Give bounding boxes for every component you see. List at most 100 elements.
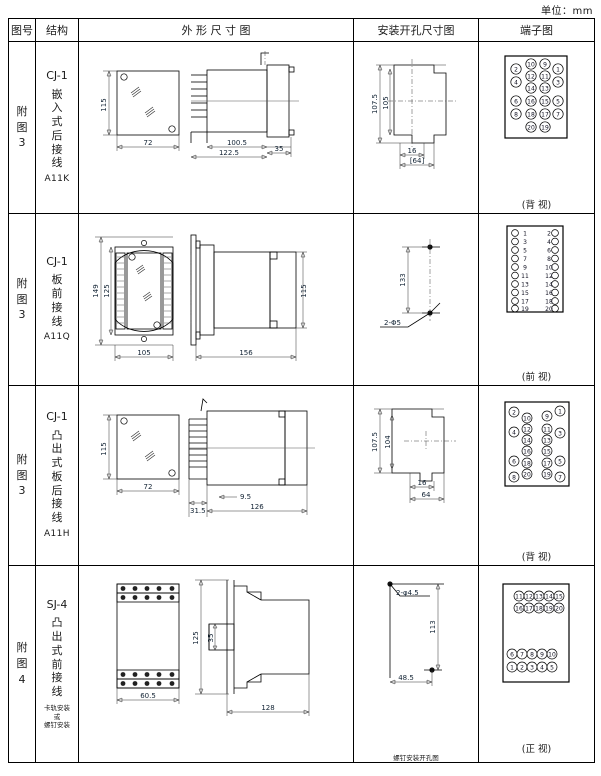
cell-cutout-drawing: 133 2-Φ5 <box>353 213 479 386</box>
outline-drawing-r3: 115 72 <box>79 387 353 565</box>
structure-code: A11K <box>44 174 70 185</box>
svg-text:12: 12 <box>525 593 533 600</box>
structure-model: SJ-4 <box>46 597 68 611</box>
structure-code: A11H <box>44 528 70 539</box>
svg-text:19: 19 <box>545 605 553 612</box>
terminal-view-label-r1: (背 视) <box>521 200 552 211</box>
header-figure-no: 图号 <box>8 18 36 42</box>
svg-text:6: 6 <box>510 651 514 658</box>
dim-100p5-r1: 100.5 <box>227 139 247 147</box>
svg-text:4: 4 <box>540 664 544 671</box>
svg-text:15: 15 <box>543 449 551 456</box>
svg-text:9: 9 <box>545 414 549 421</box>
svg-text:16: 16 <box>523 449 531 456</box>
svg-text:2: 2 <box>520 664 524 671</box>
svg-text:9: 9 <box>523 265 527 272</box>
svg-text:3: 3 <box>523 239 527 246</box>
cell-cutout-drawing: 107.5 105 16 [64] <box>353 41 479 214</box>
svg-text:2: 2 <box>547 231 551 238</box>
cell-terminal-diagram: 11 12 13 14 15 16 17 18 19 20 6 7 8 9 10… <box>478 565 595 763</box>
dim-149-r2: 149 <box>92 284 100 297</box>
cell-structure: CJ-1 凸出式板后接线 A11H <box>35 385 79 566</box>
header-cutout: 安装开孔尺寸图 <box>353 18 479 42</box>
structure-model: CJ-1 <box>46 69 68 83</box>
cutout-caption-r4: 螺钉安装开孔图 <box>393 754 439 762</box>
dim-60p5-r4: 60.5 <box>140 692 156 700</box>
header-outline: 外 形 尺 寸 图 <box>78 18 354 42</box>
terminal-view-label-r3: (背 视) <box>521 552 552 563</box>
dim-72-r3: 72 <box>144 483 153 491</box>
svg-text:8: 8 <box>530 651 534 658</box>
svg-text:1: 1 <box>556 67 560 74</box>
dim-115-r3: 115 <box>100 442 108 455</box>
svg-text:9: 9 <box>543 62 547 69</box>
svg-text:13: 13 <box>521 282 529 289</box>
unit-note: 单位：mm <box>541 6 593 17</box>
svg-text:20: 20 <box>527 125 535 132</box>
svg-text:16: 16 <box>545 290 553 297</box>
svg-text:14: 14 <box>527 86 535 93</box>
dim-107p5-r1: 107.5 <box>371 93 379 113</box>
svg-text:11: 11 <box>543 427 551 434</box>
cutout-drawing-r1: 107.5 105 16 [64] <box>354 43 478 213</box>
svg-text:6: 6 <box>512 459 516 466</box>
cell-structure: SJ-4 凸出式前接线 卡轨安装 或 螺钉安装 <box>35 565 79 763</box>
dim-64-r1: [64] <box>410 157 425 165</box>
svg-text:6: 6 <box>547 248 551 255</box>
dim-31p5-r3: 31.5 <box>190 507 206 515</box>
svg-text:13: 13 <box>535 593 543 600</box>
svg-text:18: 18 <box>535 605 543 612</box>
cell-structure: CJ-1 板前接线 A11Q <box>35 213 79 386</box>
svg-text:1: 1 <box>510 664 514 671</box>
svg-text:15: 15 <box>521 290 529 297</box>
terminal-view-label-r2: (前 视) <box>521 372 552 383</box>
structure-name: 凸出式板后接线 <box>51 428 63 525</box>
dim-2-phi5-r2: 2-Φ5 <box>384 319 401 327</box>
terminal-diagram-r1: 2 10 9 1 12 11 4 3 14 13 6 16 15 5 8 18 <box>479 44 594 211</box>
svg-text:10: 10 <box>527 62 535 69</box>
svg-text:20: 20 <box>555 605 563 612</box>
dim-16-r1: 16 <box>408 147 417 155</box>
cell-outline-drawing: 60.5 125 <box>78 565 354 763</box>
dim-133-r2: 133 <box>399 273 407 286</box>
outline-drawing-r1: 115 72 <box>79 43 353 213</box>
dim-128-r4: 128 <box>261 704 274 712</box>
dim-64-r3: 64 <box>422 491 431 499</box>
outline-drawing-r2: 149 125 105 <box>79 215 353 385</box>
svg-text:14: 14 <box>523 438 531 445</box>
svg-text:7: 7 <box>558 475 562 482</box>
svg-text:8: 8 <box>512 475 516 482</box>
svg-text:17: 17 <box>543 461 551 468</box>
terminal-diagram-r3: 2 10 9 1 4 12 11 3 14 13 16 15 6 18 17 5 <box>479 388 594 563</box>
cell-outline-drawing: 115 72 <box>78 385 354 566</box>
dim-156-r2: 156 <box>239 349 253 357</box>
svg-text:2: 2 <box>514 67 518 74</box>
svg-text:5: 5 <box>558 459 562 466</box>
svg-text:18: 18 <box>527 112 535 119</box>
cell-outline-drawing: 149 125 105 <box>78 213 354 386</box>
header-row: 图号 结构 外 形 尺 寸 图 安装开孔尺寸图 端子图 <box>8 18 595 42</box>
dim-72-r1: 72 <box>144 139 153 147</box>
structure-name: 板前接线 <box>51 273 63 328</box>
structure-name: 凸出式前接线 <box>51 616 63 698</box>
svg-text:13: 13 <box>543 438 551 445</box>
svg-text:12: 12 <box>527 74 535 81</box>
svg-text:18: 18 <box>545 299 553 306</box>
terminal-view-label-r4: (正 视) <box>521 743 552 755</box>
structure-code: A11Q <box>43 332 71 343</box>
terminal-diagram-r2: 1 2 3 4 5 6 7 8 9 10 11 12 13 14 15 16 1 <box>479 216 594 383</box>
dim-35-r4: 35 <box>207 634 215 643</box>
svg-text:8: 8 <box>514 112 518 119</box>
svg-text:18: 18 <box>523 461 531 468</box>
svg-text:4: 4 <box>514 80 518 87</box>
svg-text:14: 14 <box>545 282 553 289</box>
dim-2-phi4p5-r4: 2-φ4.5 <box>396 589 419 597</box>
